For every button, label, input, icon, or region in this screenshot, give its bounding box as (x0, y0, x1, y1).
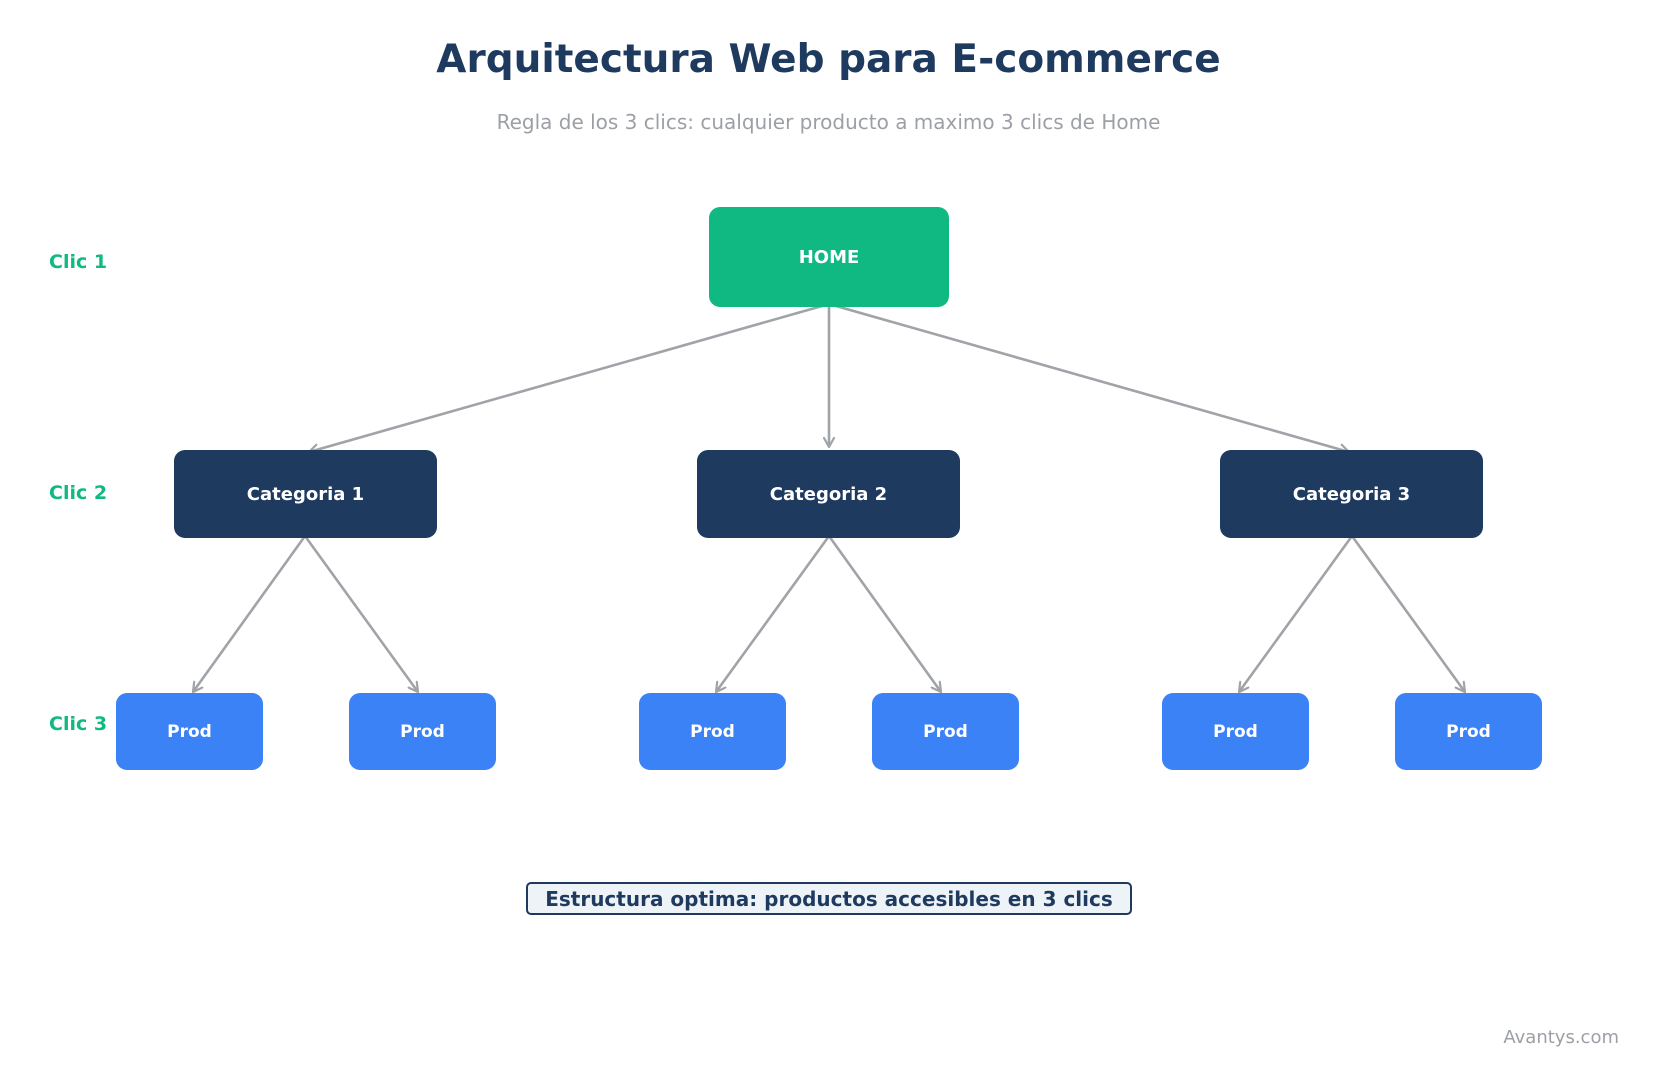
product-node-1-1: Prod (116, 693, 263, 770)
footer-note: Estructura optima: productos accesibles … (526, 882, 1132, 915)
product-node-label: Prod (690, 721, 735, 742)
product-node-3-1: Prod (1162, 693, 1309, 770)
level-label-2: Clic 2 (49, 482, 108, 504)
diagram-title: Arquitectura Web para E-commerce (436, 37, 1221, 82)
product-node-label: Prod (1213, 721, 1258, 742)
product-node-label: Prod (167, 721, 212, 742)
product-node-2-1: Prod (639, 693, 786, 770)
category-node-2: Categoria 2 (697, 450, 960, 538)
level-label-1: Clic 1 (49, 251, 108, 273)
watermark: Avantys.com (1503, 1027, 1619, 1048)
product-node-2-2: Prod (872, 693, 1019, 770)
edge-home-to-category-1 (309, 302, 830, 452)
product-node-3-2: Prod (1395, 693, 1542, 770)
home-node-label: HOME (798, 246, 860, 268)
home-node: HOME (709, 207, 949, 307)
edge-category-2-to-product-1 (716, 535, 831, 692)
edge-category-1-to-product-1 (193, 535, 307, 692)
product-node-label: Prod (923, 721, 968, 742)
edge-category-3-to-product-2 (1350, 535, 1465, 692)
category-node-1: Categoria 1 (174, 450, 437, 538)
category-node-3: Categoria 3 (1220, 450, 1483, 538)
product-node-label: Prod (1446, 721, 1491, 742)
edge-home-to-category-3 (828, 302, 1349, 452)
diagram-subtitle: Regla de los 3 clics: cualquier producto… (496, 110, 1161, 134)
edge-category-1-to-product-2 (303, 535, 418, 692)
product-node-1-2: Prod (349, 693, 496, 770)
category-node-label: Categoria 2 (769, 483, 888, 505)
level-label-3: Clic 3 (49, 713, 108, 735)
product-node-label: Prod (400, 721, 445, 742)
edge-category-3-to-product-1 (1239, 535, 1354, 692)
category-node-label: Categoria 1 (246, 483, 365, 505)
category-node-label: Categoria 3 (1292, 483, 1411, 505)
edge-category-2-to-product-2 (827, 535, 941, 692)
